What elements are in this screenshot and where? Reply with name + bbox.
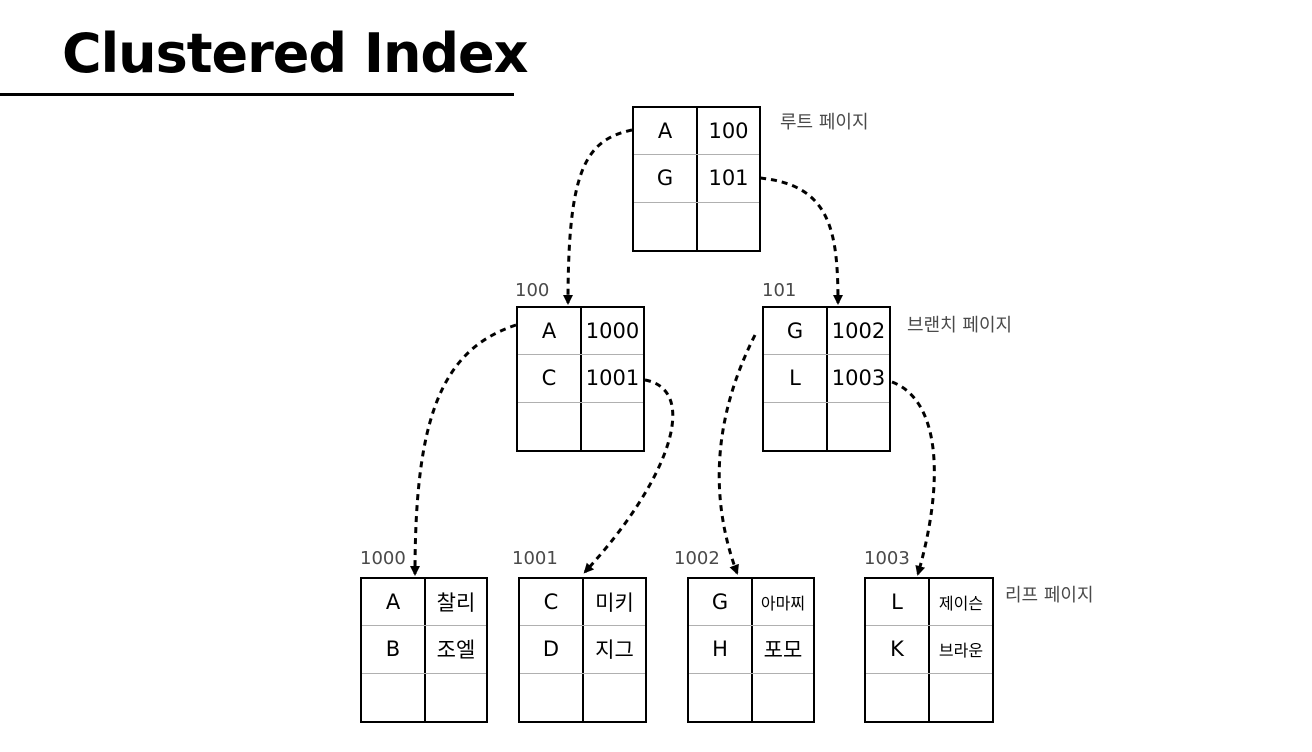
branch-pointer: 1002: [831, 319, 886, 344]
branch-row: C 1001: [518, 355, 643, 403]
branch-pointer: 1001: [585, 366, 640, 391]
leaf-value: [584, 674, 645, 721]
branch-page-node-101: G 1002 L 1003: [762, 306, 891, 452]
branch-key: C: [518, 355, 582, 402]
leaf-value: 조엘: [436, 638, 476, 663]
leaf-key: B: [362, 626, 426, 673]
root-row-empty: [634, 202, 759, 250]
leaf-id-1001: 1001: [512, 548, 558, 569]
leaf-page-label: 리프 페이지: [1005, 585, 1094, 606]
leaf-row: B 조엘: [362, 626, 486, 674]
branch-row: G 1002: [764, 308, 889, 356]
leaf-key: L: [866, 579, 930, 626]
root-key: G: [634, 155, 698, 202]
leaf-value: 브라운: [938, 641, 984, 661]
leaf-page-node-1001: C 미키 D 지그: [518, 577, 647, 723]
leaf-key: A: [362, 579, 426, 626]
arrow-101-to-1003: [891, 380, 936, 576]
leaf-value: [426, 674, 486, 721]
branch-id-100: 100: [515, 280, 550, 301]
leaf-value: 찰리: [436, 591, 476, 616]
branch-id-101: 101: [762, 280, 797, 301]
branch-key: G: [764, 308, 828, 355]
leaf-row-empty: [866, 673, 992, 721]
branch-key: [764, 402, 828, 450]
branch-page-label: 브랜치 페이지: [907, 315, 1013, 336]
branch-pointer: 1003: [831, 366, 886, 391]
root-row-2: G 101: [634, 155, 759, 203]
branch-pointer: 1000: [585, 319, 640, 344]
leaf-key: [520, 673, 584, 721]
branch-key: A: [518, 308, 582, 355]
leaf-row: A 찰리: [362, 579, 486, 627]
arrow-root-to-100: [563, 128, 633, 305]
leaf-row-empty: [362, 673, 486, 721]
arrow-100-to-1001: [583, 378, 675, 574]
leaf-value: 포모: [763, 638, 803, 663]
leaf-key: D: [520, 626, 584, 673]
leaf-value: 아마찌: [760, 594, 806, 614]
leaf-page-node-1000: A 찰리 B 조엘: [360, 577, 488, 723]
leaf-id-1003: 1003: [864, 548, 910, 569]
root-row-1: A 100: [634, 108, 759, 156]
branch-pointer: [582, 403, 643, 450]
branch-row: A 1000: [518, 308, 643, 356]
branch-page-node-100: A 1000 C 1001: [516, 306, 645, 452]
branch-key: L: [764, 355, 828, 402]
leaf-id-1002: 1002: [674, 548, 720, 569]
leaf-value: 제이슨: [938, 594, 984, 614]
branch-pointer: [828, 403, 889, 450]
leaf-page-node-1002: G 아마찌 H 포모: [687, 577, 815, 723]
arrow-101-to-1002: [717, 334, 757, 575]
leaf-row: C 미키: [520, 579, 645, 627]
page-title: Clustered Index: [62, 22, 529, 85]
root-page-label: 루트 페이지: [780, 112, 869, 133]
leaf-key: [689, 673, 753, 721]
leaf-row: H 포모: [689, 626, 813, 674]
root-key: [634, 202, 698, 250]
branch-key: [518, 402, 582, 450]
leaf-key: K: [866, 626, 930, 673]
leaf-row-empty: [520, 673, 645, 721]
leaf-value: 미키: [595, 591, 634, 616]
leaf-row: K 브라운: [866, 626, 992, 674]
leaf-value: [753, 674, 813, 721]
root-pointer: [698, 203, 759, 250]
leaf-row-empty: [689, 673, 813, 721]
leaf-row: G 아마찌: [689, 579, 813, 627]
leaf-row: L 제이슨: [866, 579, 992, 627]
root-pointer: 100: [708, 119, 749, 144]
title-underline: [0, 93, 514, 96]
root-key: A: [634, 108, 698, 155]
branch-row: L 1003: [764, 355, 889, 403]
leaf-key: G: [689, 579, 753, 626]
leaf-key: C: [520, 579, 584, 626]
leaf-value: 지그: [595, 638, 634, 663]
leaf-key: H: [689, 626, 753, 673]
leaf-id-1000: 1000: [360, 548, 406, 569]
branch-row-empty: [764, 402, 889, 450]
leaf-row: D 지그: [520, 626, 645, 674]
leaf-value: [930, 674, 992, 721]
leaf-key: [362, 673, 426, 721]
root-page-node: A 100 G 101: [632, 106, 761, 252]
arrow-root-to-101: [759, 176, 843, 305]
arrow-100-to-1000: [410, 323, 517, 576]
leaf-key: [866, 673, 930, 721]
leaf-page-node-1003: L 제이슨 K 브라운: [864, 577, 994, 723]
branch-row-empty: [518, 402, 643, 450]
root-pointer: 101: [708, 166, 749, 191]
